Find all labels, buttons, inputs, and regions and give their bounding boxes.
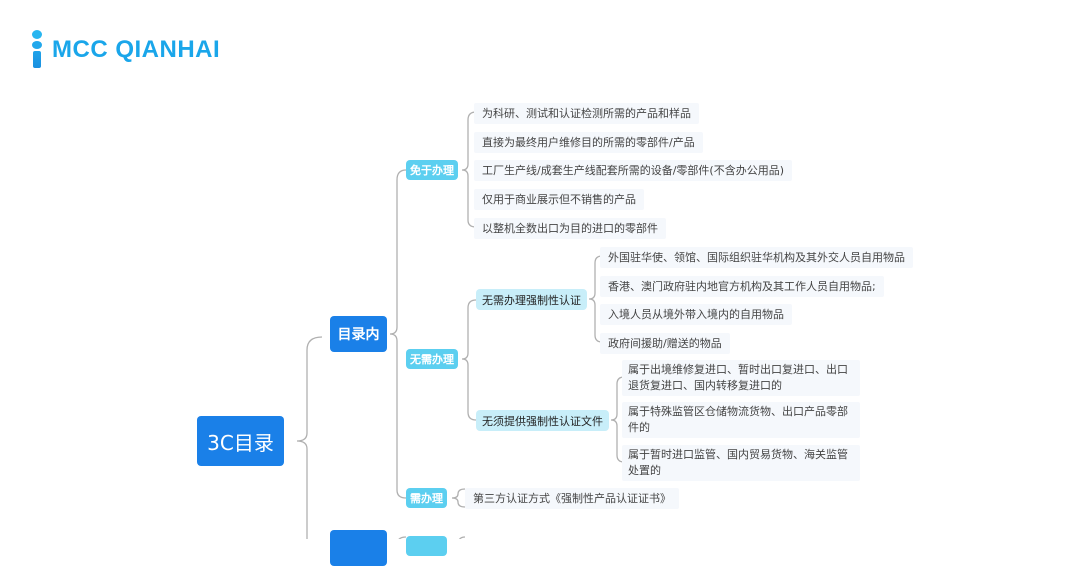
exempt-item[interactable]: 为科研、测试和认证检测所需的产品和样品 [474,103,699,124]
no-docs-brace [610,376,625,463]
exempt-node[interactable]: 免于办理 [406,160,458,180]
no-cert-item[interactable]: 政府间援助/赠送的物品 [600,333,730,354]
no-docs-node[interactable]: 无须提供强制性认证文件 [476,410,609,431]
exempt-item[interactable]: 工厂生产线/成套生产线配套所需的设备/零部件(不含办公用品) [474,160,792,181]
logo-text: MCC QIANHAI [52,36,221,63]
no-cert-node[interactable]: 无需办理强制性认证 [476,289,587,310]
root-node[interactable]: 3C目录 [197,416,284,466]
not-needed-brace [461,299,477,421]
catalog-in-node[interactable]: 目录内 [330,316,387,352]
exempt-brace [461,111,477,228]
catalog-in-brace [389,169,407,499]
root-brace [296,336,323,539]
required-node[interactable]: 需办理 [406,488,447,508]
exempt-item[interactable]: 以整机全数出口为目的进口的零部件 [474,218,666,239]
logo-icon [32,30,42,68]
not-needed-node[interactable]: 无需办理 [406,349,458,369]
required-brace [451,488,466,508]
required-item[interactable]: 第三方认证方式《强制性产品认证证书》 [465,488,679,509]
no-cert-item[interactable]: 外国驻华使、领馆、国际组织驻华机构及其外交人员自用物品 [600,247,913,268]
exempt-item[interactable]: 直接为最终用户维修目的所需的零部件/产品 [474,132,703,153]
no-docs-item[interactable]: 属于暂时进口监管、国内贸易货物、海关监管处置的 [622,445,860,481]
next-brace [458,536,466,539]
no-docs-item[interactable]: 属于出境维修复进口、暂时出口复进口、出口退货复进口、国内转移复进口的 [622,360,860,396]
catalog-in-brace-next [398,536,407,539]
no-cert-item[interactable]: 香港、澳门政府驻内地官方机构及其工作人员自用物品; [600,276,884,297]
no-cert-brace [588,255,603,343]
catalog-out-node-partial[interactable] [330,530,387,566]
next-node-partial[interactable] [406,536,447,556]
no-cert-item[interactable]: 入境人员从境外带入境内的自用物品 [600,304,792,325]
connectors [296,111,625,539]
no-docs-item[interactable]: 属于特殊监管区仓储物流货物、出口产品零部件的 [622,402,860,438]
exempt-item[interactable]: 仅用于商业展示但不销售的产品 [474,189,644,210]
